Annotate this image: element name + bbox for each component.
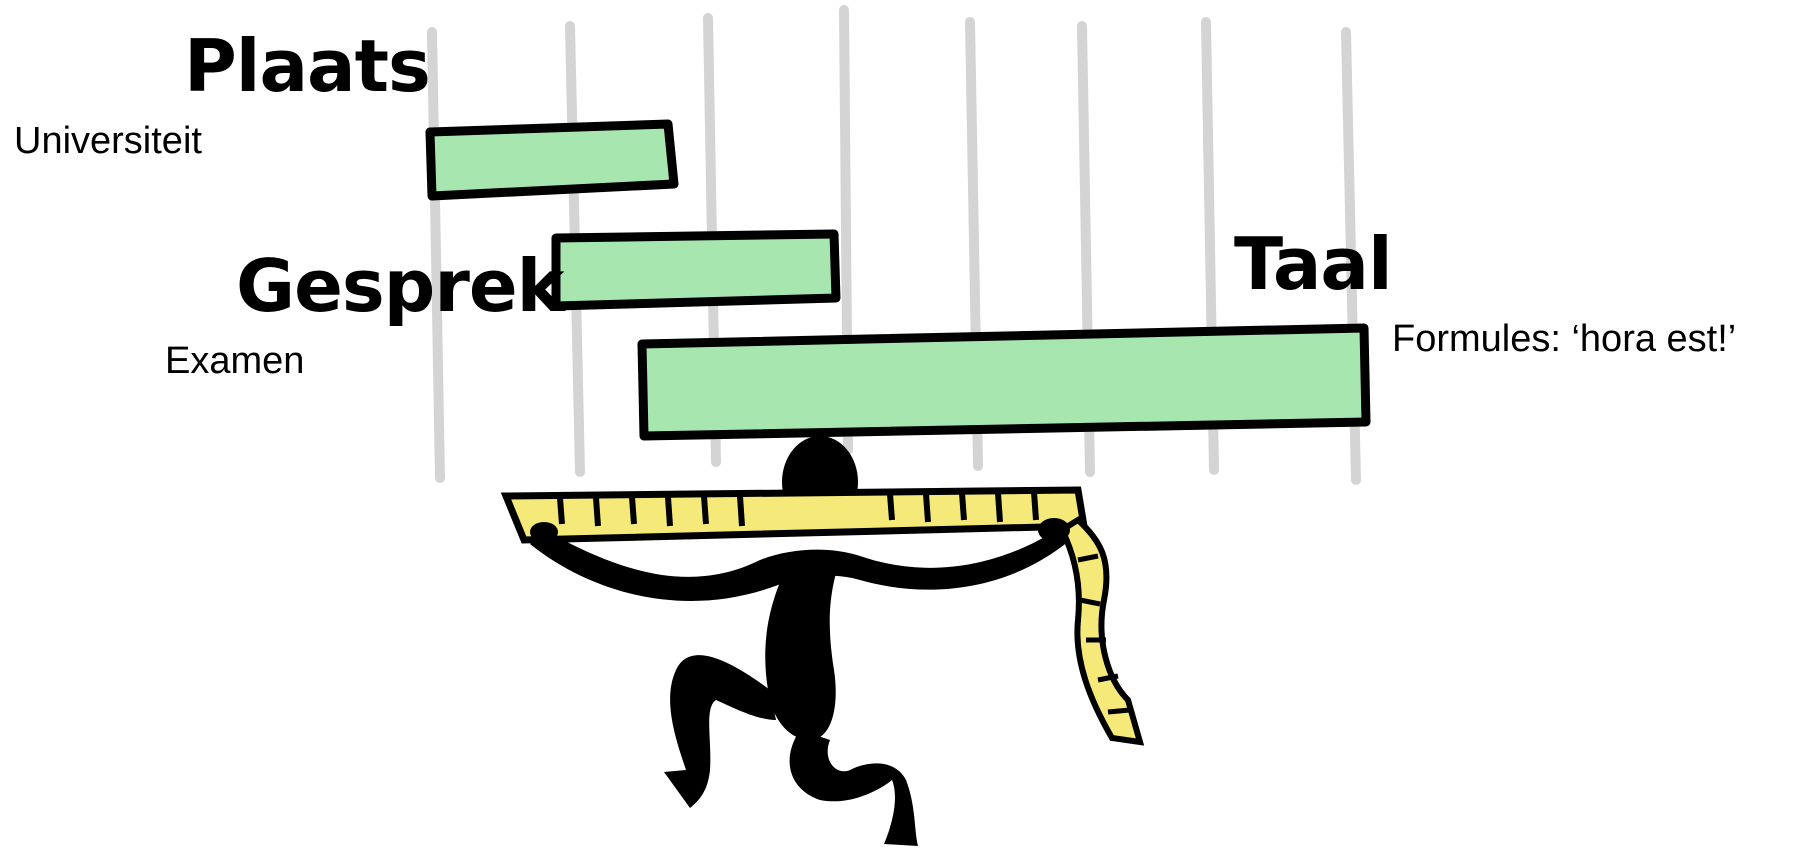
label-taal: Taal (1234, 222, 1393, 306)
label-plaats: Plaats (184, 24, 431, 108)
label-formules: Formules: ‘hora est!’ (1392, 318, 1737, 360)
bars (425, 119, 1371, 441)
figure-leg-right (789, 730, 918, 846)
bar-taal (637, 323, 1371, 441)
ruler-ticks (557, 491, 1039, 527)
figure-torso (765, 560, 840, 740)
label-universiteit: Universiteit (14, 120, 202, 162)
figure-leg-left (664, 655, 776, 808)
bar-plaats (425, 119, 679, 201)
grid-line (427, 27, 445, 483)
label-gesprek: Gesprek (236, 244, 565, 328)
tape-end (1058, 516, 1145, 746)
label-examen: Examen (165, 340, 305, 382)
bar-gesprek (551, 229, 841, 311)
person-lifting-ruler-icon (500, 436, 1145, 846)
